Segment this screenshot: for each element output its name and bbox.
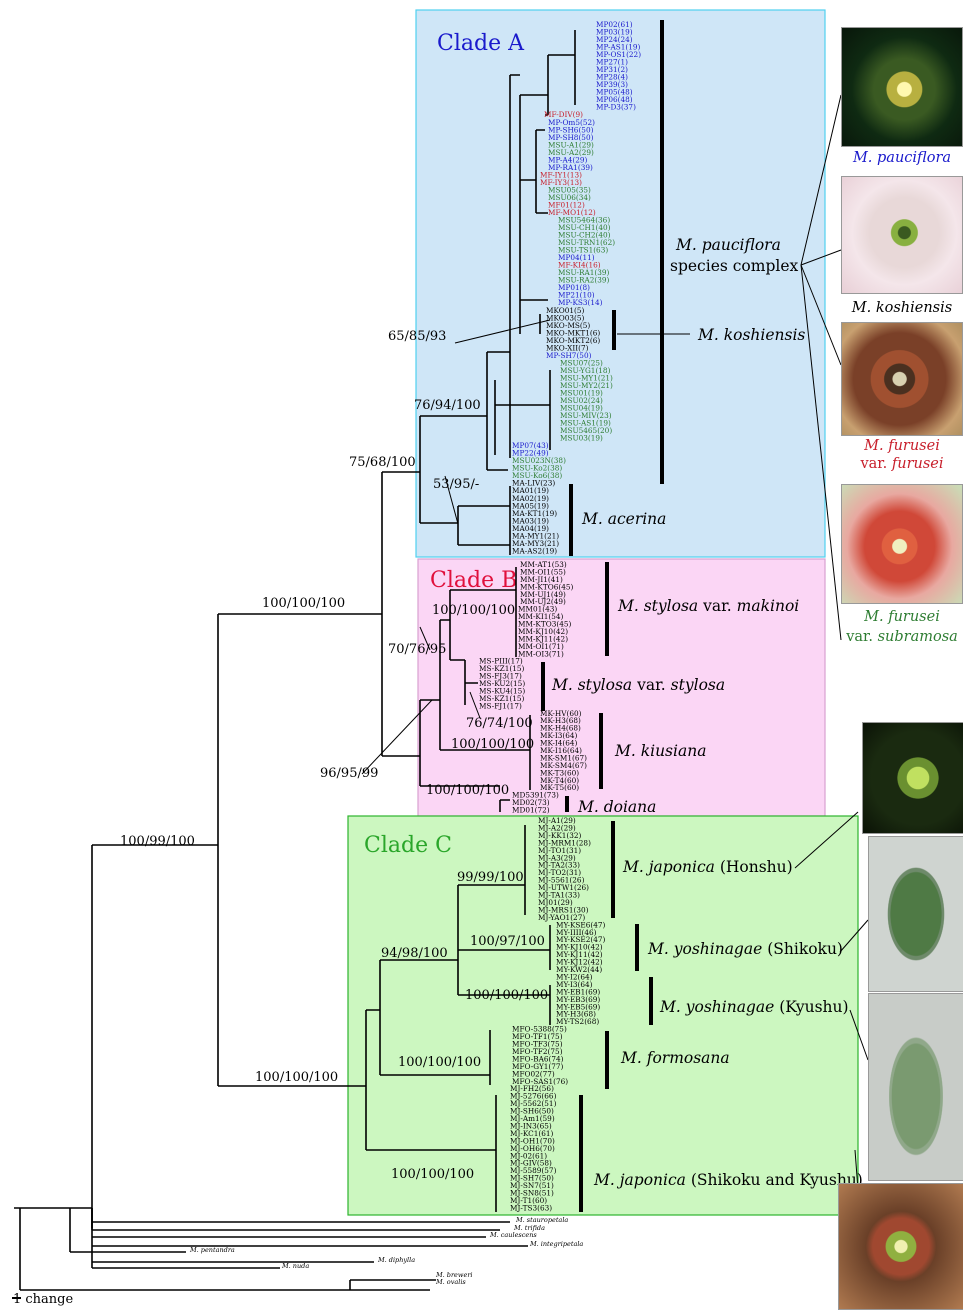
group-label-yoshinagae-shikoku: M. yoshinagae (Shikoku): [647, 940, 843, 958]
tip-label: MD01(72): [512, 806, 550, 815]
support-value: 100/99/100: [120, 834, 195, 849]
group-label-formosana: M. formosana: [620, 1049, 730, 1067]
support-value: 100/100/100: [391, 1167, 474, 1182]
support-value: 100/100/100: [426, 783, 509, 798]
photo-yoshinagae-leaf-lower: [868, 993, 963, 1181]
support-value: 75/68/100: [349, 455, 416, 470]
tip-label: MS-FJ1(17): [479, 701, 522, 710]
photo-yoshinagae-leaf-upper: [868, 836, 963, 992]
group-label-species-complex: species complex: [670, 257, 799, 275]
group-label-yoshinagae-kyushu: M. yoshinagae (Kyushu): [659, 998, 849, 1016]
outgroup-tip-label: M. stauropetala: [515, 1216, 568, 1224]
support-value: 96/95/99: [320, 766, 378, 781]
scale-bar: 1 change: [12, 1292, 74, 1307]
support-value: 100/100/100: [255, 1070, 338, 1085]
support-value: 100/100/100: [451, 737, 534, 752]
caption-koshiensis: M. koshiensis: [851, 300, 952, 316]
caption-furusei-var: var. furusei: [859, 456, 943, 472]
group-label-makinoi: M. stylosa var. makinoi: [617, 597, 799, 615]
clade-a-title: Clade A: [437, 31, 525, 56]
support-value: 76/94/100: [414, 398, 481, 413]
branch: [382, 472, 420, 756]
outgroup-tip-label: M. nuda: [281, 1262, 309, 1270]
support-value: 100/100/100: [398, 1055, 481, 1070]
tip-label: MM-OI3(71): [518, 649, 564, 658]
photo-pauciflora-flower: [841, 27, 963, 147]
group-label-acerina: M. acerina: [581, 510, 666, 528]
support-value: 100/100/100: [432, 603, 515, 618]
photo-koshiensis-flower: [841, 176, 963, 294]
scale-bar-label: 1 change: [13, 1292, 74, 1307]
support-value: 70/76/95: [388, 642, 446, 657]
caption-pauciflora: M. pauciflora: [852, 150, 951, 166]
caption-furusei: M. furusei: [863, 438, 940, 454]
group-label-doiana: M. doiana: [577, 798, 656, 816]
group-label-pauciflora-complex: M. pauciflora: [675, 236, 781, 254]
group-label-japonica-honshu: M. japonica (Honshu): [622, 858, 793, 876]
group-label-koshiensis: M. koshiensis: [697, 326, 805, 344]
support-value: 100/97/100: [470, 934, 545, 949]
photo-japonica-flower: [862, 722, 963, 834]
photo-japonica-sk-flower: [838, 1183, 963, 1310]
outgroup-tip-label: M. integripetala: [529, 1240, 583, 1248]
support-value: 53/95/-: [433, 477, 479, 492]
photo-furusei-flower: [841, 322, 963, 436]
support-value: 65/85/93: [388, 329, 446, 344]
support-value: 100/100/100: [262, 596, 345, 611]
group-label-kiusiana: M. kiusiana: [614, 742, 706, 760]
caption-subramosa: M. furusei: [863, 609, 940, 625]
support-value: 100/100/100: [465, 988, 548, 1003]
clade-c-title: Clade C: [364, 833, 452, 858]
support-value: 94/98/100: [381, 946, 448, 961]
outgroup-tip-label: M. caulescens: [489, 1231, 537, 1239]
support-value: 99/99/100: [457, 870, 524, 885]
tip-label: MA-AS2(19): [512, 546, 557, 555]
photo-subramosa-flower: [841, 484, 963, 604]
support-value: 76/74/100: [466, 716, 533, 731]
group-label-japonica-sk: M. japonica (Shikoku and Kyushu): [593, 1171, 863, 1189]
tip-label: MJ-TS3(63): [510, 1203, 552, 1212]
outgroup-tip-label: M. pentandra: [189, 1246, 235, 1254]
outgroup-tip-label: M. ovalis: [435, 1278, 466, 1286]
group-label-stylosa: M. stylosa var. stylosa: [551, 676, 725, 694]
tip-label: MP-D3(37): [596, 103, 636, 112]
outgroup-tip-label: M. diphylla: [377, 1256, 415, 1264]
caption-subramosa-var: var. subramosa: [845, 629, 958, 645]
branch: [92, 1208, 374, 1268]
tip-label: MSU03(19): [560, 434, 603, 443]
